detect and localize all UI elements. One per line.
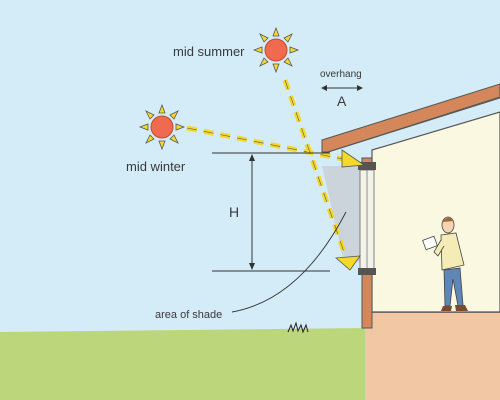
height-dimension-label: H bbox=[229, 204, 239, 220]
shade-area bbox=[322, 166, 362, 262]
ground-grass bbox=[0, 328, 365, 400]
shade-leader-line bbox=[231, 211, 347, 313]
mid-winter-label: mid winter bbox=[126, 159, 186, 174]
winter-ray-arrowhead bbox=[341, 149, 366, 168]
grass-tuft bbox=[287, 321, 309, 334]
mid-summer-label: mid summer bbox=[173, 44, 245, 59]
person-reading-icon bbox=[422, 216, 468, 311]
sun-icon bbox=[252, 26, 300, 74]
sun-icon bbox=[138, 103, 186, 151]
overhang-dimension-label: A bbox=[337, 93, 347, 109]
area-of-shade-label: area of shade bbox=[155, 309, 222, 321]
summer-ray-arrowhead bbox=[335, 255, 361, 271]
ground-soil bbox=[365, 312, 500, 400]
overhang-label: overhang bbox=[320, 69, 362, 80]
